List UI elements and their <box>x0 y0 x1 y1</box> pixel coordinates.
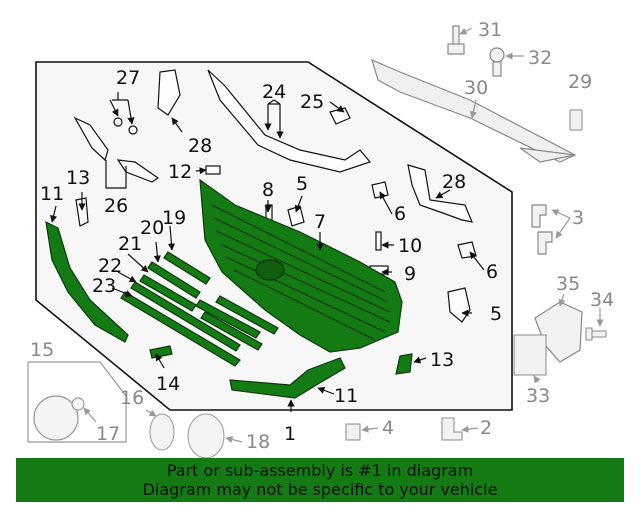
banner-line-1: Part or sub-assembly is #1 in diagram <box>166 461 474 480</box>
callout-11b: 11 <box>334 385 358 407</box>
module-33-ghost <box>513 334 547 376</box>
callout-30: 30 <box>464 77 488 99</box>
callout-6b: 6 <box>486 261 498 283</box>
callout-8: 8 <box>262 179 274 201</box>
callout-33: 33 <box>526 385 550 407</box>
molding-upper-b <box>200 311 263 351</box>
molding-23 <box>120 291 241 367</box>
callout-6a: 6 <box>394 203 406 225</box>
grille-assembly-1 <box>45 178 413 399</box>
side-molding-11-left <box>45 220 129 343</box>
callout-13b: 13 <box>430 349 454 371</box>
clip-27a <box>113 117 123 127</box>
callout-3: 3 <box>572 207 584 229</box>
callout-17: 17 <box>96 423 120 445</box>
molding-22 <box>130 281 241 352</box>
cover-13-right <box>395 353 413 375</box>
bracket-24 <box>207 69 372 173</box>
callout-18: 18 <box>246 431 270 453</box>
molding-upper-c <box>215 295 279 335</box>
molding-19 <box>163 251 211 285</box>
grille-slats <box>211 204 391 341</box>
clip-32-ghost <box>489 47 505 77</box>
clip-6-upper <box>371 181 389 199</box>
harness-28 <box>407 164 473 223</box>
emblem-18-ghost <box>187 413 225 459</box>
callout-1: 1 <box>284 423 296 445</box>
emblem-15-box <box>27 361 127 443</box>
callout-32: 32 <box>528 47 552 69</box>
bracket-3-ghost <box>531 204 553 255</box>
clip-12 <box>205 165 221 175</box>
emblem-16-ghost <box>149 413 175 451</box>
callout-19: 19 <box>162 207 186 229</box>
callout-16: 16 <box>120 387 144 409</box>
callout-10: 10 <box>398 235 422 257</box>
sub-assembly-notice-banner: Part or sub-assembly is #1 in diagram Di… <box>16 458 624 502</box>
parts-diagram: 1 2 3 4 5 5 6 6 7 8 9 10 11 11 12 13 13 … <box>27 19 614 459</box>
callout-7: 7 <box>314 211 326 233</box>
banner-line-2: Diagram may not be specific to your vehi… <box>142 480 498 499</box>
bolt-10 <box>375 231 382 251</box>
callout-35: 35 <box>556 273 580 295</box>
emblem-mount <box>255 259 285 281</box>
callout-22: 22 <box>98 255 122 277</box>
molding-26-27 <box>73 116 160 183</box>
leader-lines <box>50 99 485 412</box>
molding-upper-a <box>195 299 261 339</box>
callout-25: 25 <box>300 91 324 113</box>
callout-23: 23 <box>92 275 116 297</box>
cover-14 <box>149 345 173 359</box>
clip-31-ghost <box>447 25 465 55</box>
callout-11a: 11 <box>40 183 64 205</box>
molding-20 <box>147 261 201 299</box>
clip-27b <box>128 125 138 135</box>
callout-21: 21 <box>118 233 142 255</box>
callout-4: 4 <box>382 417 394 439</box>
bracket-28-upper <box>157 69 181 116</box>
grille-body <box>199 178 403 353</box>
callout-34: 34 <box>590 289 614 311</box>
callout-5a: 5 <box>296 173 308 195</box>
callout-24: 24 <box>262 81 286 103</box>
callout-26: 26 <box>104 195 128 217</box>
pad-29-ghost <box>569 109 583 131</box>
callout-15: 15 <box>30 339 54 361</box>
side-molding-11-right <box>229 357 346 399</box>
callout-12: 12 <box>168 161 192 183</box>
callout-28a: 28 <box>188 135 212 157</box>
clip-4-ghost <box>345 423 361 441</box>
callout-labels: 1 2 3 4 5 5 6 6 7 8 9 10 11 11 12 13 13 … <box>30 19 614 453</box>
leader-lines-grey <box>83 27 604 444</box>
callout-5b: 5 <box>490 303 502 325</box>
callout-13a: 13 <box>66 167 90 189</box>
callout-31: 31 <box>478 19 502 41</box>
molding-21 <box>139 274 197 312</box>
callout-27: 27 <box>116 67 140 89</box>
clip-2-ghost <box>441 417 463 441</box>
callout-14: 14 <box>156 373 180 395</box>
callout-2: 2 <box>480 417 492 439</box>
callout-28b: 28 <box>442 171 466 193</box>
bolt-34-ghost <box>585 327 607 341</box>
callout-9: 9 <box>404 263 416 285</box>
callout-20: 20 <box>140 217 164 239</box>
bracket-lines <box>105 92 281 189</box>
callout-29: 29 <box>568 71 592 93</box>
